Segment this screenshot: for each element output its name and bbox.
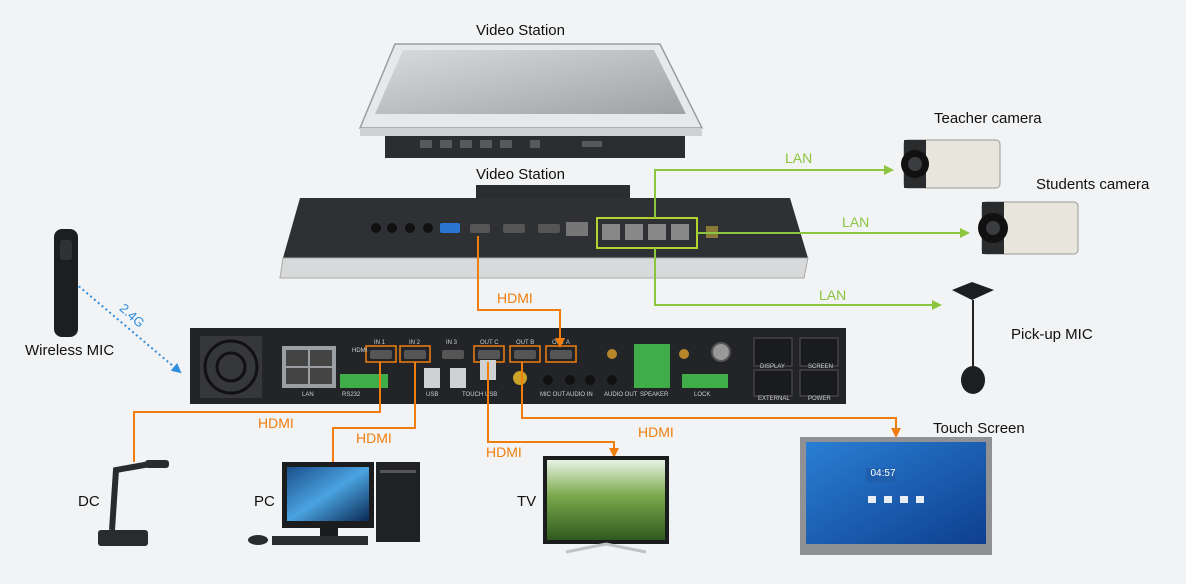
label-touch-screen: Touch Screen xyxy=(933,420,1025,437)
port-audio-in-label: AUDIO IN xyxy=(566,392,593,398)
port-lan-label: LAN xyxy=(302,392,314,398)
label-video-station-top: Video Station xyxy=(476,22,565,39)
port-screen-label: SCREEN xyxy=(808,364,833,370)
students-camera xyxy=(978,201,1079,255)
label-pickup-mic: Pick-up MIC xyxy=(1011,326,1093,343)
dc-device xyxy=(98,460,169,546)
port-audio-out-label: AUDIO OUT xyxy=(604,392,638,398)
label-lan-mic: LAN xyxy=(819,287,847,303)
lan-connections xyxy=(654,165,970,310)
port-lock-label: LOCK xyxy=(694,392,710,398)
label-video-station-back: Video Station xyxy=(476,166,565,183)
label-tv: TV xyxy=(517,493,537,510)
port-speaker-label: SPEAKER xyxy=(640,392,669,398)
port-rs232-label: RS232 xyxy=(342,392,361,398)
port-in1-label: IN 1 xyxy=(374,340,386,346)
label-hdmi-pc: HDMI xyxy=(356,430,392,446)
label-lan-students: LAN xyxy=(842,214,870,230)
label-hdmi-station: HDMI xyxy=(497,290,533,306)
port-in2-label: IN 2 xyxy=(409,340,421,346)
port-outc-label: OUT C xyxy=(480,340,499,346)
label-pc: PC xyxy=(254,493,275,510)
pc-device xyxy=(248,462,420,545)
port-display-label: DISPLAY xyxy=(760,364,785,370)
teacher-camera xyxy=(901,139,1001,189)
port-touch-usb-label: TOUCH USB xyxy=(462,392,497,398)
tv-device xyxy=(543,456,669,554)
label-wireless-mic: Wireless MIC xyxy=(25,342,115,359)
label-hdmi-touch: HDMI xyxy=(638,424,674,440)
port-in3-label: IN 3 xyxy=(446,340,458,346)
label-teacher-camera: Teacher camera xyxy=(934,110,1042,127)
touch-screen-device xyxy=(800,437,992,555)
label-students-camera: Students camera xyxy=(1036,176,1150,193)
port-mic-out-label: MIC OUT xyxy=(540,392,566,398)
hdmi-connections xyxy=(133,236,901,462)
pickup-mic xyxy=(952,282,994,394)
port-hdmi-label: HDMI xyxy=(352,348,368,354)
wireless-mic-device xyxy=(54,229,78,337)
port-usb-label: USB xyxy=(426,392,438,398)
touch-screen-clock: 04:57 xyxy=(870,468,896,479)
port-power-label: POWER xyxy=(808,396,831,402)
label-hdmi-dc: HDMI xyxy=(258,415,294,431)
label-hdmi-tv: HDMI xyxy=(486,444,522,460)
video-station-front xyxy=(358,43,704,158)
label-dc: DC xyxy=(78,493,100,510)
control-box: HDMI IN 1 IN 2 IN 3 OUT C OUT B OUT A LA… xyxy=(190,328,846,404)
port-external-label: EXTERNAL xyxy=(758,396,790,402)
video-station-back xyxy=(279,185,809,279)
label-lan-teacher: LAN xyxy=(785,150,813,166)
port-outb-label: OUT B xyxy=(516,340,534,346)
